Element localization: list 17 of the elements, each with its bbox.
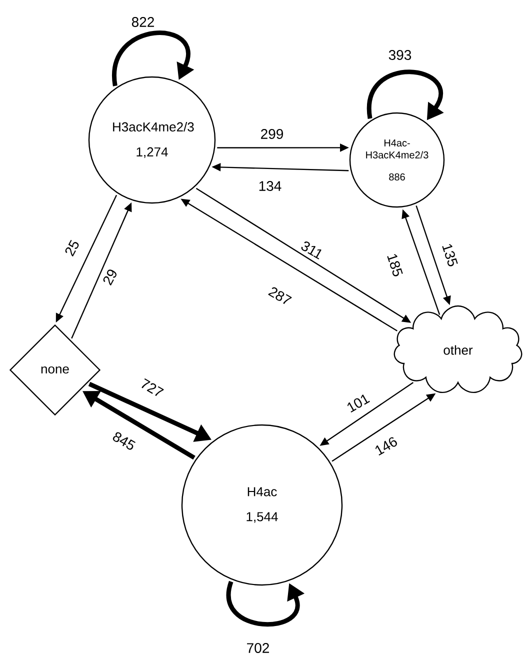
edge-label: 393 (387, 49, 413, 61)
edge-label: 25 (62, 237, 82, 259)
state-cloud: other (394, 305, 522, 393)
edge-label: 146 (372, 434, 400, 458)
edge-label: 101 (344, 392, 372, 414)
arrow (112, 30, 194, 86)
edge-label: 134 (257, 180, 283, 192)
edge-label: 727 (138, 376, 166, 400)
edge-label: 299 (259, 128, 285, 140)
edge-label: 135 (440, 241, 460, 269)
edge-label: 29 (100, 266, 120, 288)
edge-label: 845 (110, 430, 138, 452)
edge-label: 311 (298, 238, 326, 262)
edge-label: 287 (266, 284, 294, 308)
edge-label: 702 (245, 642, 271, 654)
edge-label: 185 (385, 251, 405, 279)
edge-label: 822 (130, 16, 156, 28)
